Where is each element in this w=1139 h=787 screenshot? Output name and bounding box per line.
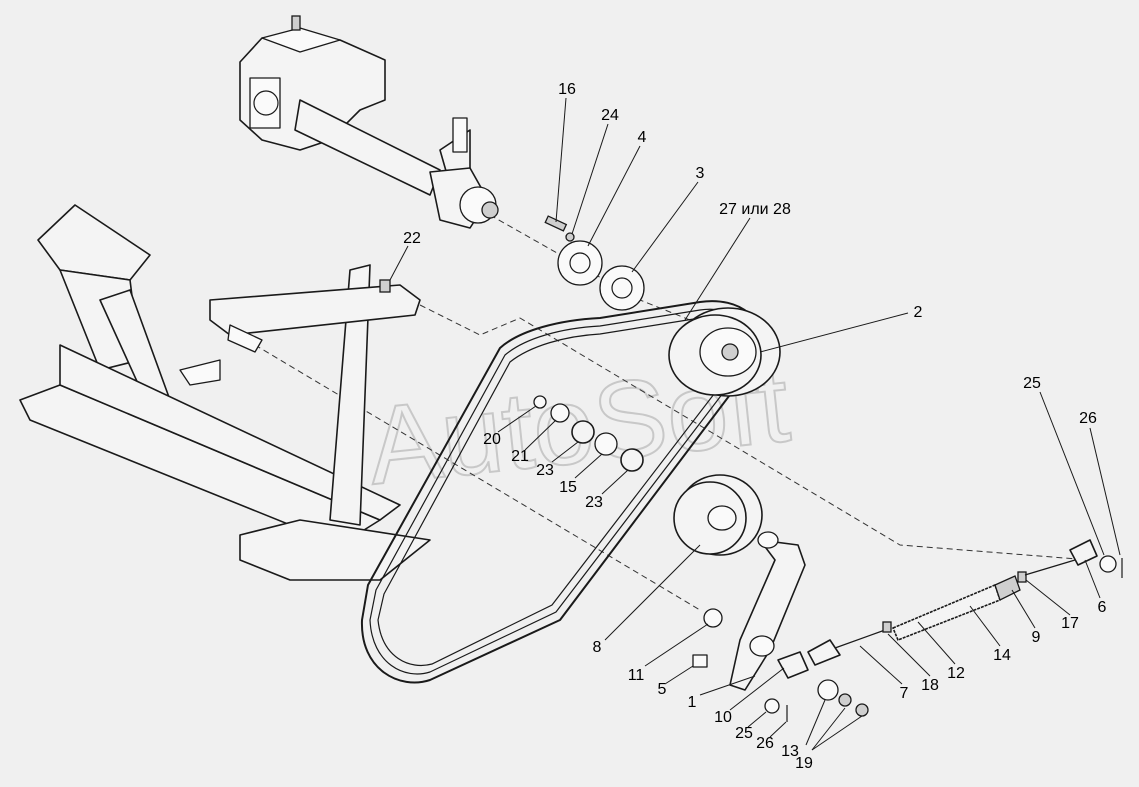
callout-21: 21 bbox=[511, 448, 529, 465]
callout-22: 22 bbox=[403, 230, 421, 247]
callout-19: 19 bbox=[795, 755, 813, 772]
callout-1: 1 bbox=[688, 694, 697, 711]
callout-26-right: 26 bbox=[1079, 410, 1097, 427]
callout-7: 7 bbox=[900, 685, 909, 702]
callout-20: 20 bbox=[483, 431, 501, 448]
callout-9: 9 bbox=[1032, 629, 1041, 646]
tension-arm bbox=[729, 531, 806, 691]
callout-26-lower: 26 bbox=[756, 735, 774, 752]
callout-10: 10 bbox=[714, 709, 732, 726]
callout-12: 12 bbox=[947, 665, 965, 682]
callout-4: 4 bbox=[638, 129, 647, 146]
tension-pulley bbox=[673, 474, 763, 556]
callout-17: 17 bbox=[1061, 615, 1079, 632]
callout-labels: 16 24 4 3 27 или 28 22 2 20 21 23 15 23 … bbox=[403, 81, 1106, 772]
callout-15: 15 bbox=[559, 479, 577, 496]
tension-rod-assembly bbox=[807, 539, 1123, 666]
callout-8: 8 bbox=[593, 639, 602, 656]
callout-13: 13 bbox=[781, 743, 799, 760]
callout-24: 24 bbox=[601, 107, 619, 124]
callout-6: 6 bbox=[1098, 599, 1107, 616]
leader-lines bbox=[389, 97, 1121, 751]
gearbox-shaft-housing bbox=[239, 15, 499, 229]
callout-23-lower: 23 bbox=[585, 494, 603, 511]
callout-25-lower: 25 bbox=[735, 725, 753, 742]
callout-25-right: 25 bbox=[1023, 375, 1041, 392]
callout-14: 14 bbox=[993, 647, 1011, 664]
small-parts bbox=[692, 608, 869, 722]
flange-plates bbox=[544, 215, 645, 311]
callout-11: 11 bbox=[628, 667, 645, 684]
idler-bearings bbox=[533, 395, 644, 472]
callout-18: 18 bbox=[921, 677, 939, 694]
mounting-frame bbox=[19, 204, 431, 581]
callout-16: 16 bbox=[558, 81, 576, 98]
callout-23-upper: 23 bbox=[536, 462, 554, 479]
callout-27-28: 27 или 28 bbox=[719, 201, 791, 218]
callout-2: 2 bbox=[914, 304, 923, 321]
callout-3: 3 bbox=[696, 165, 705, 182]
callout-5: 5 bbox=[658, 681, 667, 698]
drive-pulley bbox=[668, 307, 781, 397]
